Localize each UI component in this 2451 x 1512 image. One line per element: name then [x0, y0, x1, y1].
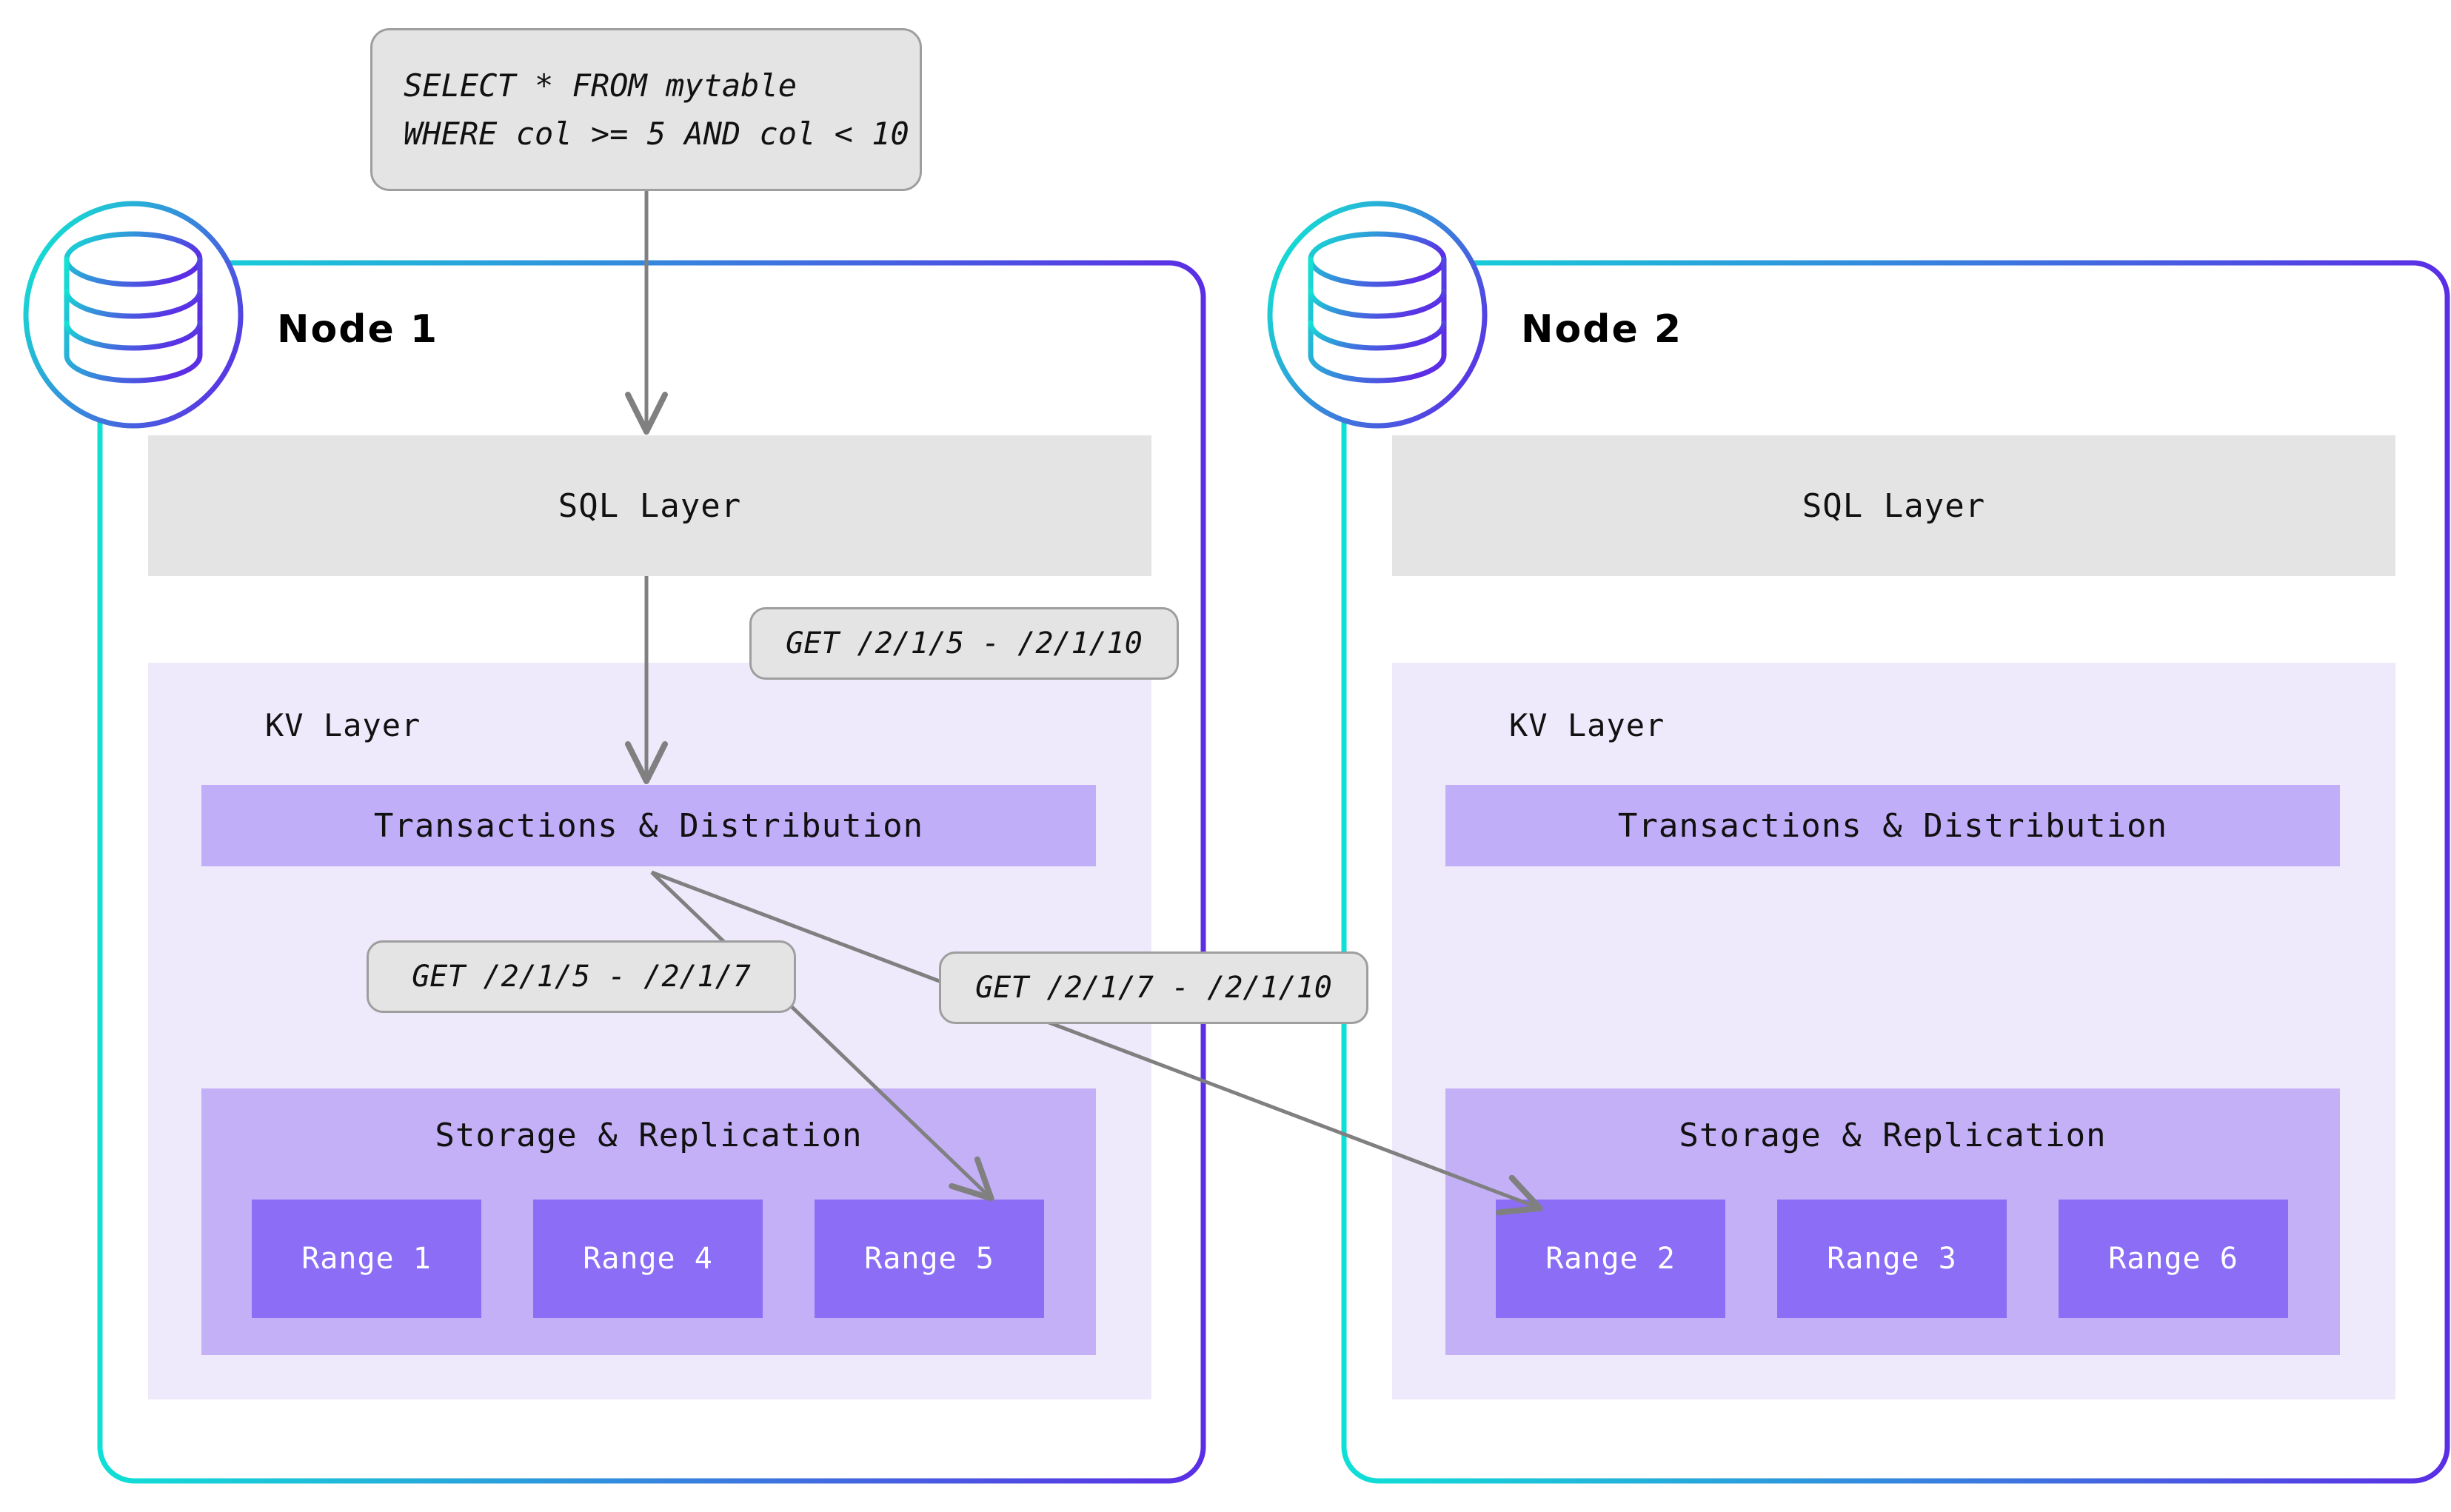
node-1-transactions-box: Transactions & Distribution [201, 785, 1096, 866]
callout-get-range2: GET /2/1/7 - /2/1/10 [939, 951, 1368, 1024]
node-1-circle [23, 201, 244, 429]
node-2-transactions-box: Transactions & Distribution [1445, 785, 2340, 866]
database-icon [64, 231, 203, 384]
node-1-storage-label: Storage & Replication [435, 1117, 863, 1154]
node-2-kv-layer-label: KV Layer [1509, 707, 1665, 743]
query-line-1: SELECT * FROM mytable [404, 67, 798, 104]
query-line-2: WHERE col >= 5 AND col < 10 [404, 116, 909, 152]
range-box[interactable]: Range 5 [815, 1200, 1044, 1318]
node-2-title: Node 2 [1521, 307, 1683, 352]
range-box[interactable]: Range 3 [1777, 1200, 2007, 1318]
range-box[interactable]: Range 4 [533, 1200, 763, 1318]
sql-query-callout: SELECT * FROM mytable WHERE col >= 5 AND… [370, 28, 922, 191]
range-box[interactable]: Range 6 [2059, 1200, 2288, 1318]
node-2-storage-label: Storage & Replication [1679, 1117, 2107, 1154]
node-1-title: Node 1 [277, 307, 439, 352]
node-2-circle [1267, 201, 1488, 429]
range-box[interactable]: Range 1 [252, 1200, 481, 1318]
node-1-kv-layer-label: KV Layer [265, 707, 421, 743]
node-1-sql-layer: SQL Layer [148, 435, 1151, 576]
node-2-sql-layer: SQL Layer [1392, 435, 2395, 576]
node-2-storage-box: Storage & Replication Range 2 Range 3 Ra… [1445, 1088, 2340, 1355]
database-icon [1308, 231, 1447, 384]
callout-get-sql-to-kv: GET /2/1/5 - /2/1/10 [749, 607, 1179, 680]
callout-get-range5: GET /2/1/5 - /2/1/7 [367, 940, 796, 1013]
node-1-storage-box: Storage & Replication Range 1 Range 4 Ra… [201, 1088, 1096, 1355]
range-box[interactable]: Range 2 [1496, 1200, 1725, 1318]
